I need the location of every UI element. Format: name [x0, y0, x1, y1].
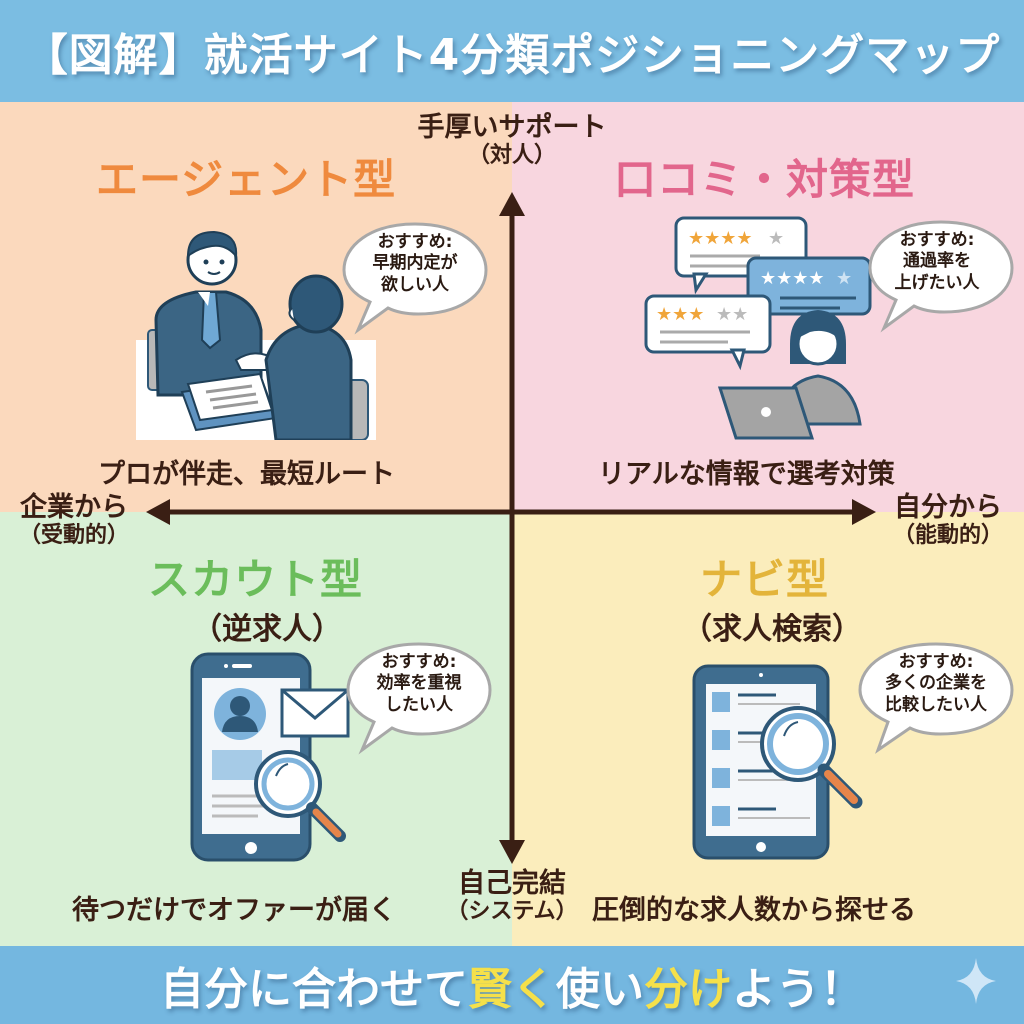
tablet-search-icon: [692, 664, 863, 860]
scout-title: スカウト型: [148, 555, 364, 604]
scout-subtitle: （逆求人）: [192, 612, 342, 647]
review-recommend-bubble: おすすめ: 通過率を 上げたい人: [866, 216, 1016, 333]
navi-description: 圧倒的な求人数から探せる: [592, 895, 916, 926]
agent-title: エージェント型: [96, 155, 397, 204]
navi-title: ナビ型: [700, 555, 830, 604]
svg-text:★: ★: [768, 228, 784, 249]
agent-recommend-bubble: おすすめ: 早期内定が 欲しい人: [340, 218, 490, 335]
svg-text:★★: ★★: [716, 304, 748, 325]
navi-recommend-bubble: おすすめ: 多くの企業を 比較したい人: [856, 638, 1014, 754]
review-title: 口コミ・対策型: [614, 155, 916, 204]
scout-recommend-bubble: おすすめ: 効率を重視 したい人: [344, 638, 494, 755]
handshake-meeting-icon: [136, 230, 376, 440]
scout-description: 待つだけでオファーが届く: [72, 895, 396, 926]
axis-bottom-label: 自己完結 （システム）: [446, 868, 578, 925]
title-bar: 【図解】就活サイト4分類ポジショニングマップ: [0, 0, 1024, 102]
smartphone-scout-icon: [190, 652, 350, 862]
footer-slogan: 自分に合わせて賢く使い分けよう！: [160, 964, 864, 1015]
svg-text:★★★★: ★★★★: [688, 228, 753, 249]
axis-top-label: 手厚いサポート （対人）: [417, 112, 607, 169]
navi-subtitle: （求人検索）: [682, 612, 862, 647]
footer-bar: 自分に合わせて賢く使い分けよう！: [0, 946, 1024, 1024]
sparkle-icon: [956, 958, 996, 1004]
axis-right-label: 自分から （能動的）: [892, 492, 1003, 549]
axis-left-label: 企業から （受動的）: [18, 492, 129, 549]
agent-description: プロが伴走、最短ルート: [98, 459, 395, 490]
svg-text:★★★: ★★★: [656, 304, 704, 325]
svg-text:★★★★: ★★★★: [760, 268, 825, 289]
reviews-laptop-icon: ★★★★★ ★★★★★ ★★★★★: [644, 216, 872, 440]
page-title: 【図解】就活サイト4分類ポジショニングマップ: [23, 30, 1001, 81]
review-description: リアルな情報で選考対策: [598, 459, 895, 490]
svg-text:★: ★: [836, 268, 852, 289]
